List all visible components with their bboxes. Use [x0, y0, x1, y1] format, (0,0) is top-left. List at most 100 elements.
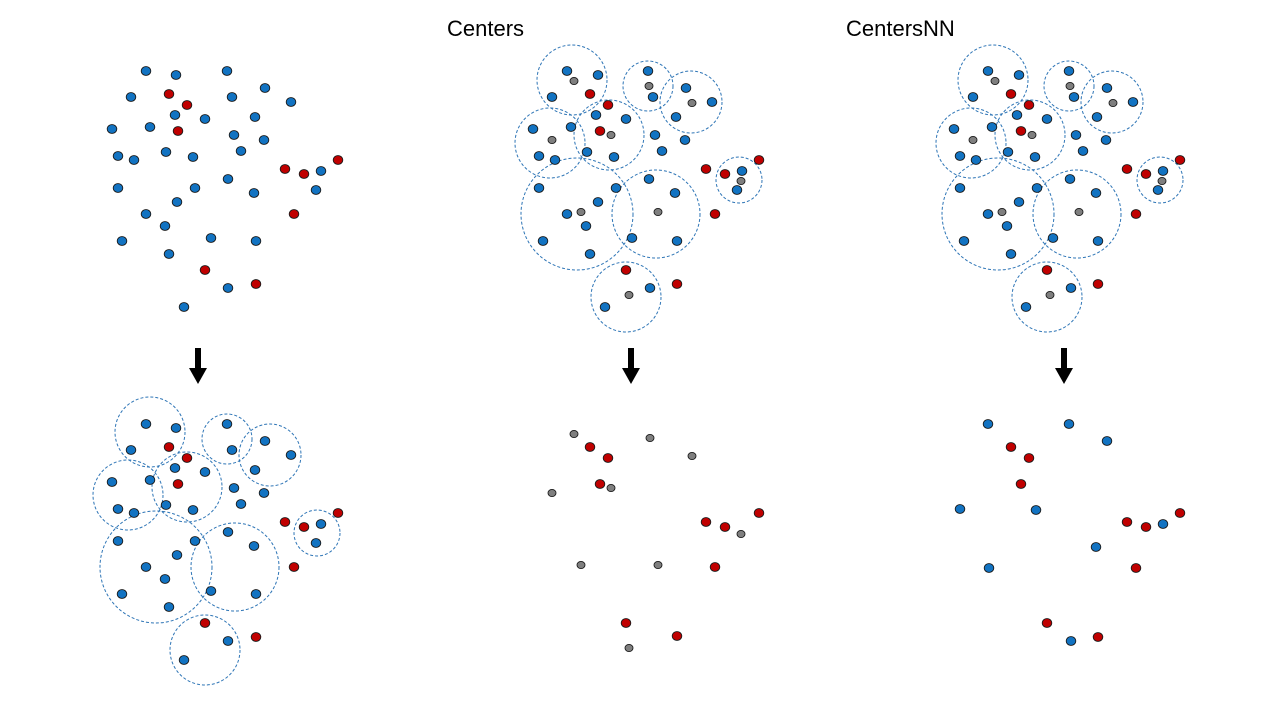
blue-point [533, 151, 545, 161]
blue-point [610, 183, 622, 193]
blue-point [982, 66, 994, 76]
red-point [1130, 563, 1142, 573]
gray-center-point [990, 76, 1000, 86]
blue-point [169, 463, 181, 473]
blue-point [592, 70, 604, 80]
red-point [671, 631, 683, 641]
gray-center-point [997, 207, 1007, 217]
blue-point [958, 236, 970, 246]
gray-center-point [968, 135, 978, 145]
blue-point [187, 505, 199, 515]
blue-point [116, 589, 128, 599]
red-point [620, 618, 632, 628]
red-point [594, 479, 606, 489]
blue-point [128, 155, 140, 165]
cluster-circle [622, 60, 674, 112]
blue-point [249, 112, 261, 122]
blue-point [656, 146, 668, 156]
arrow-shaft [628, 348, 634, 370]
blue-point [250, 589, 262, 599]
title-centers: Centers [447, 16, 524, 41]
blue-point [982, 209, 994, 219]
blue-point [1013, 70, 1025, 80]
blue-point [731, 185, 743, 195]
red-point [602, 453, 614, 463]
gray-center-point [569, 429, 579, 439]
arrow-shaft [1061, 348, 1067, 370]
blue-point [670, 112, 682, 122]
blue-point [736, 166, 748, 176]
cluster-circle [590, 261, 662, 333]
blue-point [159, 221, 171, 231]
blue-point [1127, 97, 1139, 107]
blue-point [171, 550, 183, 560]
red-point [279, 517, 291, 527]
red-point [181, 100, 193, 110]
red-point [332, 508, 344, 518]
red-point [1015, 126, 1027, 136]
blue-point [258, 488, 270, 498]
cluster-circle [151, 451, 223, 523]
gray-center-point [624, 290, 634, 300]
blue-point [310, 538, 322, 548]
red-point [298, 169, 310, 179]
blue-point [205, 233, 217, 243]
blue-point [205, 586, 217, 596]
red-point [1130, 209, 1142, 219]
blue-point [967, 92, 979, 102]
blue-point [1077, 146, 1089, 156]
blue-point [189, 183, 201, 193]
blue-point [1041, 114, 1053, 124]
gray-center-point [644, 81, 654, 91]
cluster-circle [114, 396, 186, 468]
red-point [172, 479, 184, 489]
blue-point [533, 183, 545, 193]
cluster-circle [715, 156, 763, 204]
blue-point [285, 97, 297, 107]
blue-point [680, 83, 692, 93]
blue-point [549, 155, 561, 165]
blue-point [1100, 135, 1112, 145]
blue-point [315, 166, 327, 176]
blue-point [128, 508, 140, 518]
cluster-circle [1136, 156, 1184, 204]
cluster-circle [573, 99, 645, 171]
blue-point [1064, 174, 1076, 184]
blue-point [527, 124, 539, 134]
cluster-circle [92, 459, 164, 531]
red-point [1174, 508, 1186, 518]
gray-center-point [687, 98, 697, 108]
cluster-circle [293, 509, 341, 557]
gray-center-point [1065, 81, 1075, 91]
gray-center-point [547, 135, 557, 145]
blue-point [248, 541, 260, 551]
blue-point [259, 436, 271, 446]
cluster-circle [1011, 261, 1083, 333]
red-point [584, 89, 596, 99]
blue-point [140, 562, 152, 572]
gray-center-point [1045, 290, 1055, 300]
blue-point [310, 185, 322, 195]
blue-point [1101, 436, 1113, 446]
cluster-circles [92, 44, 1184, 686]
blue-point [199, 467, 211, 477]
blue-point [1030, 505, 1042, 515]
blue-point [160, 147, 172, 157]
red-point [753, 155, 765, 165]
red-point [709, 209, 721, 219]
blue-point [954, 151, 966, 161]
blue-point [986, 122, 998, 132]
blue-point [106, 477, 118, 487]
cluster-circle [935, 107, 1007, 179]
red-point [700, 517, 712, 527]
blue-point [140, 66, 152, 76]
blue-point [1063, 419, 1075, 429]
blue-point [189, 536, 201, 546]
cluster-circle [190, 522, 280, 612]
blue-point [235, 146, 247, 156]
red-point [700, 164, 712, 174]
gray-center-point [576, 207, 586, 217]
blue-point [1152, 185, 1164, 195]
blue-point [112, 504, 124, 514]
arrow-shaft [195, 348, 201, 370]
